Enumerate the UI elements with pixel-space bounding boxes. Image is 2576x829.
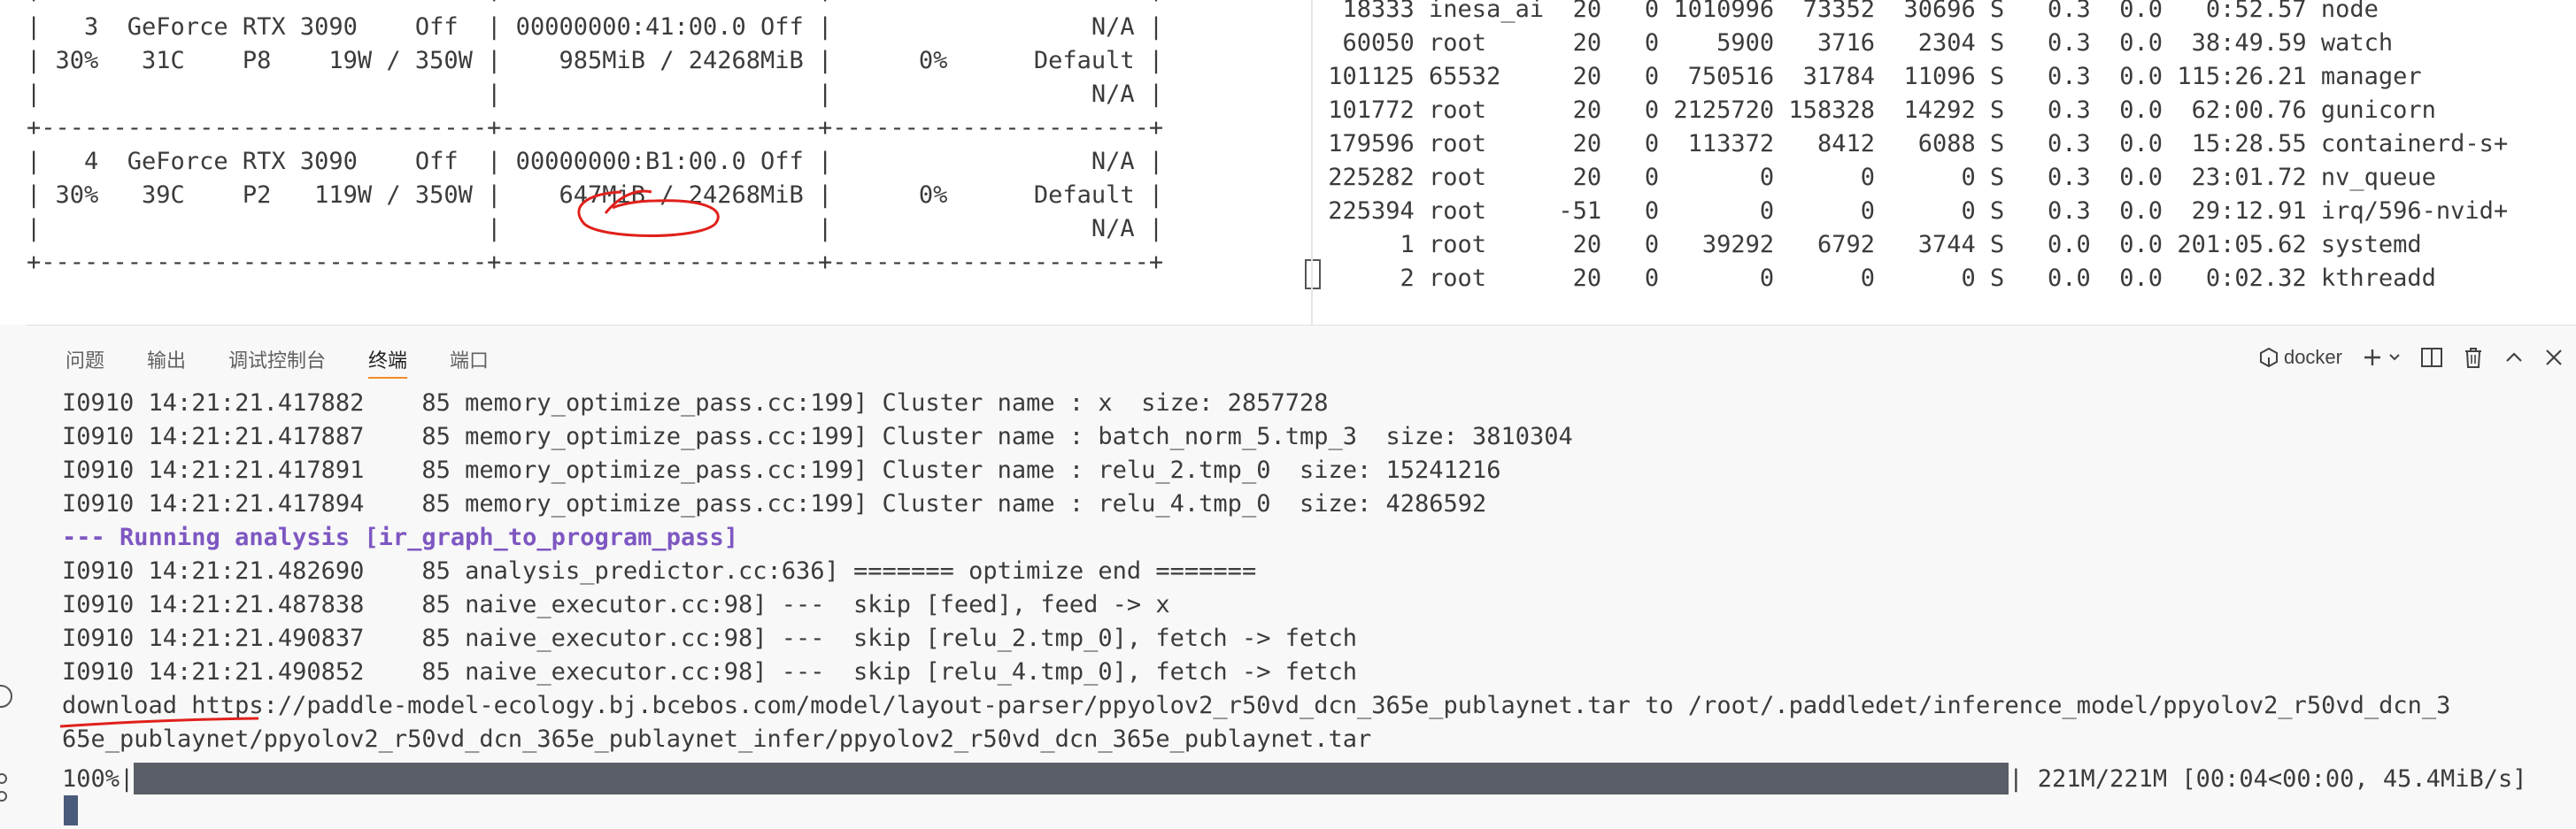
gpu-row-line: | | | N/A | xyxy=(27,215,1164,242)
download-line-continued: 65e_publaynet/ppyolov2_r50vd_dcn_365e_pu… xyxy=(62,725,1372,753)
info-icon xyxy=(0,685,12,708)
log-line: I0910 14:21:21.490837 85 naive_executor.… xyxy=(62,625,1357,652)
gpu-table-border: +-------------------------------+-------… xyxy=(27,0,1163,12)
chevron-down-icon[interactable] xyxy=(2388,351,2401,364)
tab-debug-console[interactable]: 调试控制台 xyxy=(228,349,327,372)
log-line: I0910 14:21:21.482690 85 analysis_predic… xyxy=(62,557,1257,585)
gpu-row-line: | 3 GeForce RTX 3090 Off | 00000000:41:0… xyxy=(27,13,1164,41)
nvidia-smi-pane: +-------------------------------+-------… xyxy=(27,0,1321,325)
tab-terminal[interactable]: 终端 xyxy=(368,345,408,379)
tab-ports[interactable]: 端口 xyxy=(450,349,490,372)
process-row: 101125 65532 20 0 750516 31784 11096 S 0… xyxy=(1314,63,2422,90)
gpu-table-border: +-------------------------------+-------… xyxy=(27,114,1164,142)
log-line: I0910 14:21:21.487838 85 naive_executor.… xyxy=(62,591,1170,618)
plus-icon xyxy=(2364,349,2380,365)
terminal-output[interactable]: I0910 14:21:21.417882 85 memory_optimize… xyxy=(27,387,2576,829)
progress-bar-fill xyxy=(134,763,2009,794)
terminal-cursor xyxy=(64,795,78,825)
tab-problems[interactable]: 问题 xyxy=(66,349,105,372)
process-row: 225282 root 20 0 0 0 0 S 0.3 0.0 23:01.7… xyxy=(1314,164,2436,191)
process-row: 18333 inesa_ai 20 0 1010996 73352 30696 … xyxy=(1314,0,2379,23)
gpu-row-line: | 30% 31C P8 19W / 350W | 985MiB / 24268… xyxy=(27,47,1164,74)
download-line: download https://paddle-model-ecology.bj… xyxy=(62,692,2451,719)
process-row: 2 root 20 0 0 0 0 S 0.0 0.0 0:02.32 kthr… xyxy=(1314,265,2436,292)
process-list-pane: 18333 inesa_ai 20 0 1010996 73352 30696 … xyxy=(1314,0,2576,325)
log-line: I0910 14:21:21.417882 85 memory_optimize… xyxy=(62,389,1329,417)
settings-icon xyxy=(0,773,7,802)
process-row: 179596 root 20 0 113372 8412 6088 S 0.3 … xyxy=(1314,130,2509,157)
download-progress: 100%| | 221M/221M [00:04<00:00, 45.4MiB/… xyxy=(62,762,2526,795)
split-icon[interactable] xyxy=(2420,347,2443,368)
progress-stats: | 221M/221M [00:04<00:00, 45.4MiB/s] xyxy=(2009,764,2527,793)
close-icon[interactable] xyxy=(2544,348,2564,367)
process-row: 60050 root 20 0 5900 3716 2304 S 0.3 0.0… xyxy=(1314,29,2394,57)
gpu-row-line: | 30% 39C P2 119W / 350W | 647MiB / 2426… xyxy=(27,181,1164,209)
gpu-row-line: | | | N/A | xyxy=(27,81,1164,108)
log-line: I0910 14:21:21.417891 85 memory_optimize… xyxy=(62,457,1501,484)
terminal-profile-button[interactable]: docker xyxy=(2259,346,2342,369)
process-row: 225394 root -51 0 0 0 0 S 0.3 0.0 29:12.… xyxy=(1314,197,2509,225)
gpu-table-border: +-------------------------------+-------… xyxy=(27,249,1164,276)
gpu-row-line: | 4 GeForce RTX 3090 Off | 00000000:B1:0… xyxy=(27,148,1164,175)
docker-icon xyxy=(2259,347,2278,368)
process-row: 1 root 20 0 39292 6792 3744 S 0.0 0.0 20… xyxy=(1314,231,2422,258)
terminal-profile-label: docker xyxy=(2283,346,2342,368)
top-split-area: +-------------------------------+-------… xyxy=(0,0,2576,325)
process-row: 101772 root 20 0 2125720 158328 14292 S … xyxy=(1314,96,2436,124)
log-line: I0910 14:21:21.490852 85 naive_executor.… xyxy=(62,658,1357,686)
log-line: I0910 14:21:21.417894 85 memory_optimize… xyxy=(62,490,1487,518)
pane-divider[interactable] xyxy=(1311,0,1313,325)
progress-percent: 100%| xyxy=(62,764,135,793)
trash-icon[interactable] xyxy=(2463,346,2484,369)
panel-actions: docker xyxy=(2259,338,2564,377)
tab-output[interactable]: 输出 xyxy=(147,349,187,372)
panel-tab-bar: 问题 输出 调试控制台 终端 端口 docker xyxy=(27,325,2576,388)
analysis-section-header: --- Running analysis [ir_graph_to_progra… xyxy=(62,524,739,551)
terminal-cursor-box xyxy=(1305,259,1321,289)
log-line: I0910 14:21:21.417887 85 memory_optimize… xyxy=(62,423,1573,450)
new-terminal-button[interactable] xyxy=(2362,347,2401,368)
maximize-icon[interactable] xyxy=(2503,347,2525,368)
